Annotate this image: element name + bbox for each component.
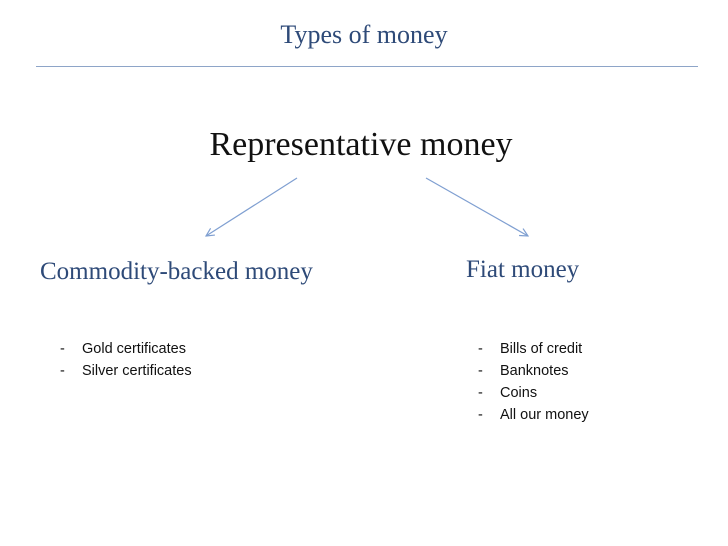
- bullet-marker: -: [478, 407, 483, 423]
- bullet-marker: -: [60, 363, 65, 379]
- fiat-money-list: -Bills of credit -Banknotes -Coins -All …: [478, 338, 589, 426]
- list-item: -Bills of credit: [478, 338, 589, 360]
- arrow-to-commodity-backed: [206, 177, 298, 236]
- bullet-marker: -: [60, 341, 65, 357]
- list-item: -Banknotes: [478, 360, 589, 382]
- branch-commodity-backed-money: Commodity-backed money: [40, 258, 313, 285]
- list-item: -Silver certificates: [60, 360, 192, 382]
- branch-fiat-money: Fiat money: [466, 256, 580, 283]
- slide-title: Types of money: [280, 20, 448, 49]
- root-node-label: Representative money: [209, 126, 513, 163]
- bullet-marker: -: [478, 385, 483, 401]
- bullet-marker: -: [478, 363, 483, 379]
- list-item: -All our money: [478, 404, 589, 426]
- bullet-marker: -: [478, 341, 483, 357]
- list-item: -Gold certificates: [60, 338, 192, 360]
- title-divider: [36, 66, 698, 67]
- list-item: -Coins: [478, 382, 589, 404]
- arrow-to-fiat: [425, 177, 528, 236]
- root-node: Representative money: [0, 126, 728, 164]
- commodity-backed-list: -Gold certificates -Silver certificates: [60, 338, 192, 382]
